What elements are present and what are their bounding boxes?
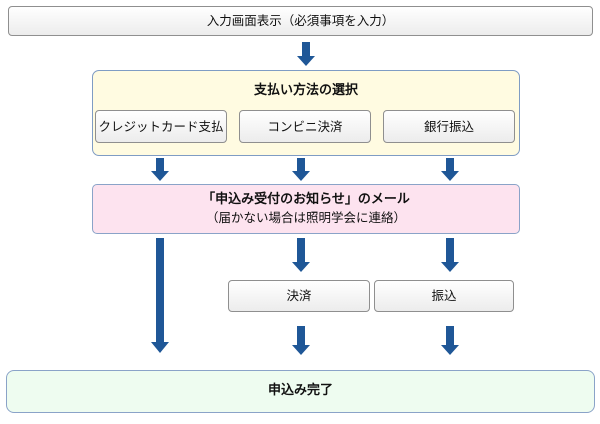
arrow-credit-to-mail	[151, 158, 169, 181]
application-complete-step: 申込み完了	[6, 370, 595, 413]
arrow-entry-to-payment	[297, 42, 315, 66]
confirmation-mail-step: 「申込み受付のお知らせ」のメール （届かない場合は照明学会に連絡）	[92, 184, 520, 234]
arrow-bank-to-mail	[441, 158, 459, 181]
convenience-store-label: コンビニ決済	[267, 118, 343, 134]
transfer-step: 振込	[374, 280, 514, 312]
arrow-settlement-to-complete	[292, 326, 310, 355]
payment-method-title: 支払い方法の選択	[253, 83, 358, 98]
input-screen-step: 入力画面表示（必須事項を入力）	[8, 6, 593, 36]
arrow-convenience-to-mail	[292, 158, 310, 181]
arrow-transfer-to-complete	[441, 326, 459, 355]
arrow-mail-to-complete	[151, 238, 169, 353]
confirmation-mail-note: （届かない場合は照明学会に連絡）	[205, 210, 406, 226]
confirmation-mail-title: 「申込み受付のお知らせ」のメール	[202, 192, 410, 208]
credit-card-label: クレジットカード支払	[98, 118, 224, 134]
convenience-store-option: コンビニ決済	[239, 110, 371, 143]
credit-card-option: クレジットカード支払	[95, 110, 227, 143]
settlement-label: 決済	[286, 288, 312, 304]
application-complete-label: 申込み完了	[267, 383, 333, 399]
arrow-mail-to-transfer	[441, 238, 459, 272]
input-screen-label: 入力画面表示（必須事項を入力）	[206, 13, 395, 29]
bank-transfer-option: 銀行振込	[383, 110, 515, 143]
bank-transfer-label: 銀行振込	[423, 118, 474, 134]
transfer-label: 振込	[431, 288, 457, 304]
settlement-step: 決済	[228, 280, 370, 312]
arrow-mail-to-settlement	[292, 238, 310, 272]
